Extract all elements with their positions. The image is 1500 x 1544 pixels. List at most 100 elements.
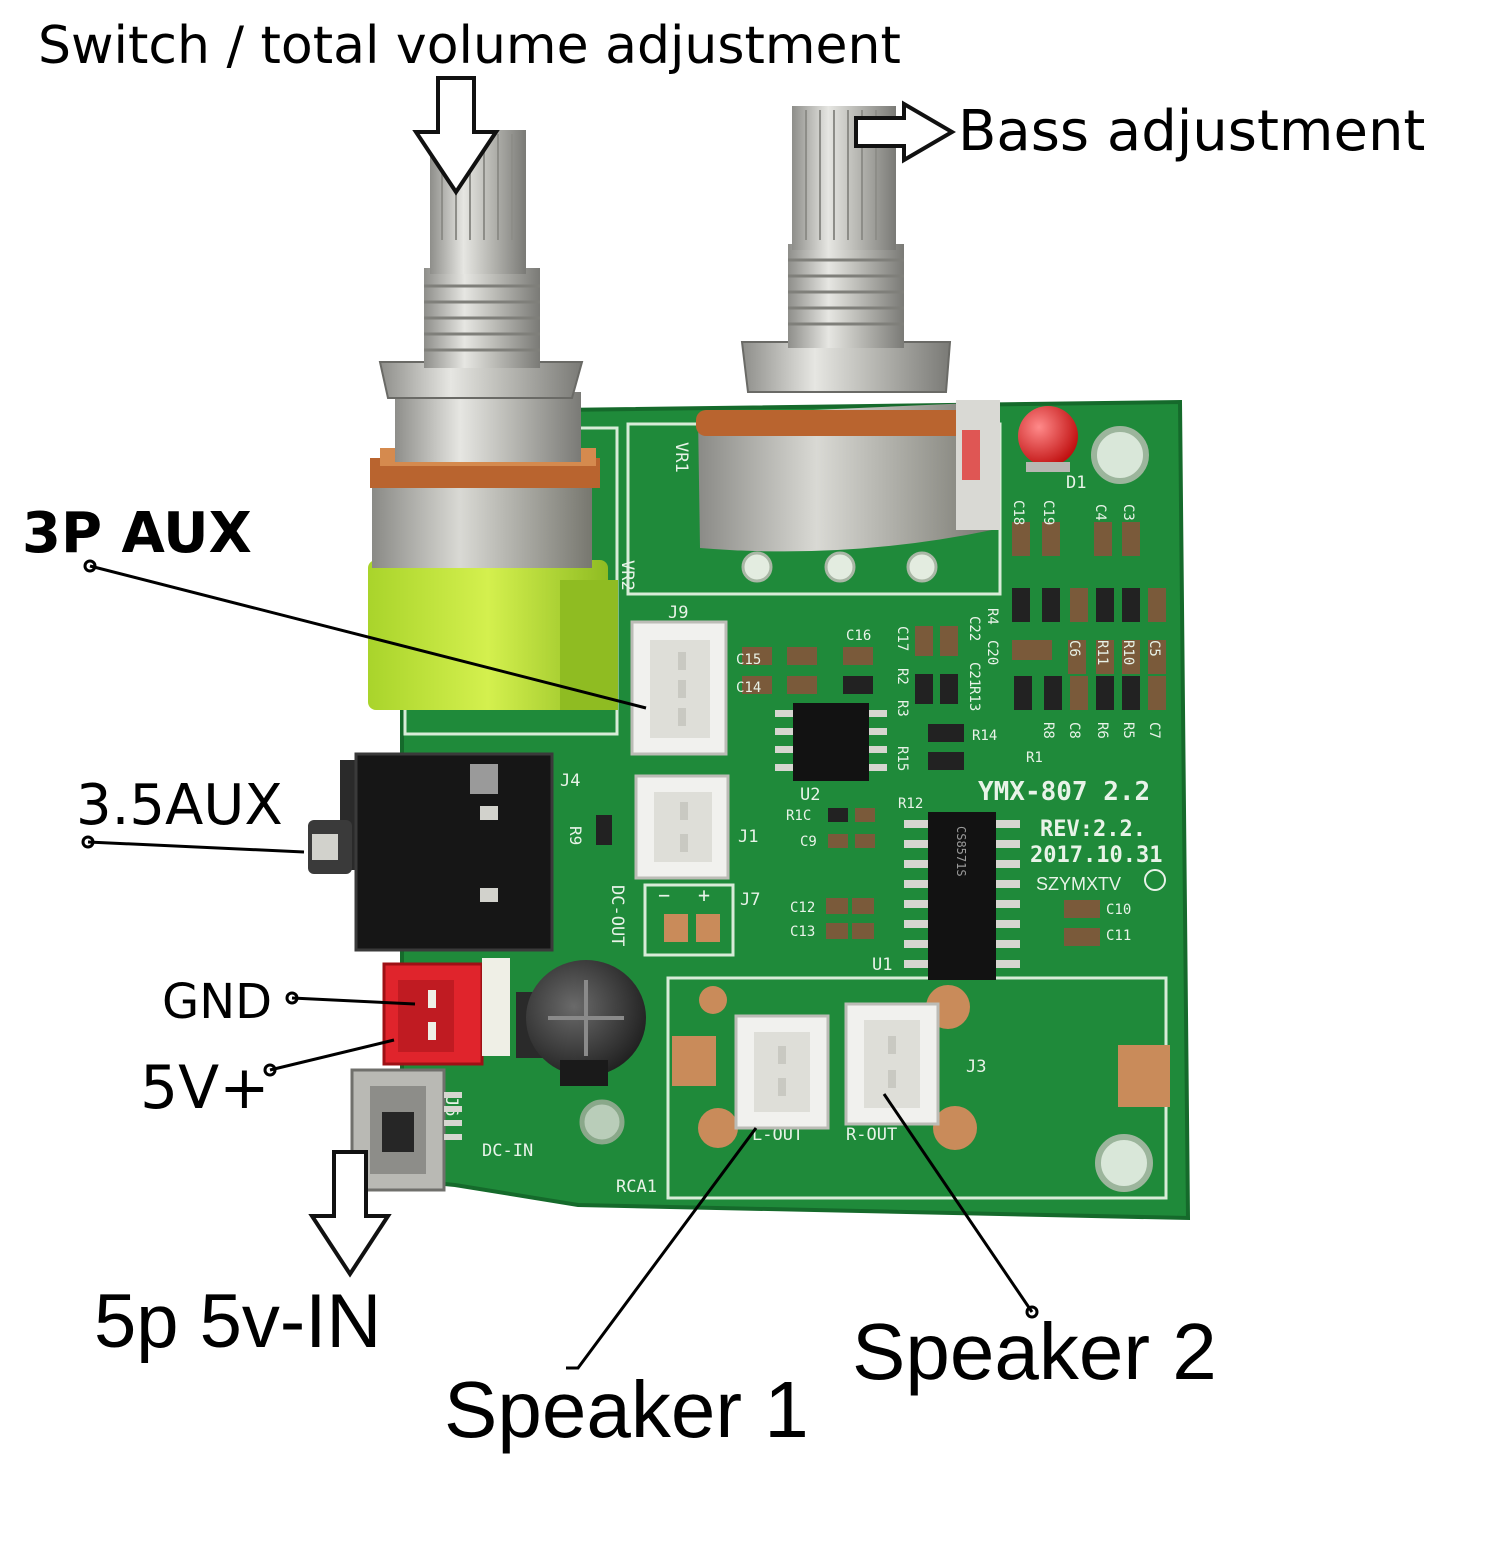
silk-c3: C3 bbox=[1120, 504, 1136, 521]
bass-callout: Bass adjustment bbox=[958, 99, 1426, 164]
silk-c16: C16 bbox=[846, 628, 871, 644]
electrolytic-capacitor bbox=[516, 960, 646, 1086]
leader-dot bbox=[1025, 1305, 1039, 1319]
aux-3p-connector-j9[interactable] bbox=[630, 620, 728, 756]
dc-out-pads-j7 bbox=[664, 914, 720, 942]
silk-c6: C6 bbox=[1066, 640, 1082, 657]
silk-c15: C15 bbox=[736, 652, 761, 668]
silk-r14: R14 bbox=[972, 728, 997, 744]
silk-r5: R5 bbox=[1120, 722, 1136, 739]
leader-35-aux bbox=[87, 840, 305, 854]
aux-35-callout: 3.5AUX bbox=[76, 773, 283, 838]
silk-r15: R15 bbox=[894, 746, 910, 771]
ic-u2 bbox=[775, 703, 887, 781]
registered-mark-icon bbox=[1144, 869, 1166, 891]
smd-components bbox=[596, 522, 1166, 946]
silk-c18: C18 bbox=[1010, 500, 1026, 525]
silk-r1: R1 bbox=[1026, 750, 1043, 766]
dc-in-5p-callout: 5p 5v-IN bbox=[94, 1279, 382, 1364]
mounting-hole bbox=[1095, 1134, 1153, 1192]
silk-c5: C5 bbox=[1146, 640, 1162, 657]
silk-r9: R9 bbox=[566, 826, 585, 845]
silk-c22: C22 bbox=[966, 616, 982, 641]
bass-potentiometer[interactable] bbox=[696, 106, 1000, 552]
silk-r13: R13 bbox=[966, 686, 982, 711]
mounting-hole bbox=[579, 1099, 625, 1145]
volume-switch-potentiometer[interactable] bbox=[368, 130, 618, 710]
silkscreen-labels: VR1 VR2 J9 J4 J1 J7 J6 J3 U1 U2 D1 R9 DC… bbox=[441, 442, 1166, 1197]
silk-dc-in: DC-IN bbox=[482, 1141, 533, 1161]
leader-speaker2 bbox=[882, 1093, 1034, 1313]
aux-3p-callout: 3P AUX bbox=[22, 501, 252, 566]
silk-c14: C14 bbox=[736, 680, 761, 696]
silk-r4: R4 bbox=[984, 608, 1000, 625]
power-5v-connector-red[interactable] bbox=[382, 958, 510, 1066]
silk-minus: − bbox=[658, 883, 670, 907]
silk-r2: R2 bbox=[894, 668, 910, 685]
board-date: 2017.10.31 bbox=[1030, 843, 1162, 868]
silk-c11: C11 bbox=[1106, 928, 1131, 944]
silk-c21: C21 bbox=[966, 662, 982, 687]
silk-r8: R8 bbox=[1040, 722, 1056, 739]
leader-dot bbox=[285, 991, 299, 1005]
silk-vr2: VR2 bbox=[617, 560, 637, 591]
board-maker: SZYMXTV bbox=[1036, 874, 1121, 894]
silk-j4: J4 bbox=[560, 771, 580, 791]
gnd-callout: GND bbox=[162, 974, 273, 1030]
silk-c20: C20 bbox=[984, 640, 1000, 665]
silk-r6: R6 bbox=[1094, 722, 1110, 739]
chip-marking: CS8571S bbox=[954, 826, 968, 877]
silk-c19: C19 bbox=[1040, 500, 1056, 525]
silk-c10: C10 bbox=[1106, 902, 1131, 918]
silk-c8: C8 bbox=[1066, 722, 1082, 739]
mounting-hole bbox=[1091, 426, 1149, 484]
silk-r11: R11 bbox=[1094, 640, 1110, 665]
copper-ring bbox=[698, 1108, 738, 1148]
silk-rca1: RCA1 bbox=[616, 1177, 657, 1197]
silk-c7: C7 bbox=[1146, 722, 1162, 739]
leader-gnd bbox=[291, 996, 416, 1006]
silk-dc-out: DC-OUT bbox=[607, 885, 627, 946]
silk-c9: C9 bbox=[800, 834, 817, 850]
silk-vr1: VR1 bbox=[671, 442, 691, 473]
silk-j9: J9 bbox=[668, 603, 688, 623]
speaker2-connector-r-out[interactable] bbox=[844, 1002, 940, 1126]
silk-c12: C12 bbox=[790, 900, 815, 916]
callout-leader-lines bbox=[81, 559, 1039, 1370]
aux-35mm-jack-j4[interactable] bbox=[308, 752, 554, 952]
copper-pad bbox=[672, 1036, 716, 1086]
total-volume-callout: Switch / total volume adjustment bbox=[38, 16, 901, 76]
down-arrow-icon bbox=[308, 1150, 392, 1278]
connector-j1[interactable] bbox=[634, 774, 730, 880]
leader-3p-aux bbox=[89, 564, 647, 710]
silk-l-out: L-OUT bbox=[752, 1125, 803, 1145]
silk-r3: R3 bbox=[894, 700, 910, 717]
silk-d1: D1 bbox=[1066, 473, 1086, 493]
silk-c13: C13 bbox=[790, 924, 815, 940]
leader-dot bbox=[83, 559, 97, 573]
silk-j7: J7 bbox=[740, 890, 760, 910]
leader-5v bbox=[269, 1038, 395, 1072]
right-arrow-icon bbox=[854, 100, 956, 164]
silk-c17: C17 bbox=[894, 626, 910, 651]
silk-j3: J3 bbox=[966, 1057, 986, 1077]
copper-ring bbox=[699, 986, 727, 1014]
silk-plus: + bbox=[698, 883, 710, 907]
silk-j1: J1 bbox=[738, 827, 758, 847]
silk-r10: R10 bbox=[1120, 640, 1136, 665]
speaker1-connector-l-out[interactable] bbox=[734, 1014, 830, 1130]
copper-pad bbox=[1118, 1045, 1170, 1107]
micro-usb-dc-in-j6[interactable] bbox=[350, 1068, 462, 1192]
silk-r-out: R-OUT bbox=[846, 1125, 897, 1145]
board-rev: REV:2.2. bbox=[1040, 817, 1146, 842]
silk-u1: U1 bbox=[872, 955, 892, 975]
speaker1-callout: Speaker 1 bbox=[444, 1365, 809, 1454]
down-arrow-icon bbox=[412, 76, 500, 196]
silk-r1c: R1C bbox=[786, 808, 811, 824]
leader-dot bbox=[263, 1063, 277, 1077]
copper-ring bbox=[933, 1106, 977, 1150]
v5-plus-callout: 5V+ bbox=[140, 1053, 270, 1123]
silk-u2: U2 bbox=[800, 785, 820, 805]
silk-c4: C4 bbox=[1092, 504, 1108, 521]
